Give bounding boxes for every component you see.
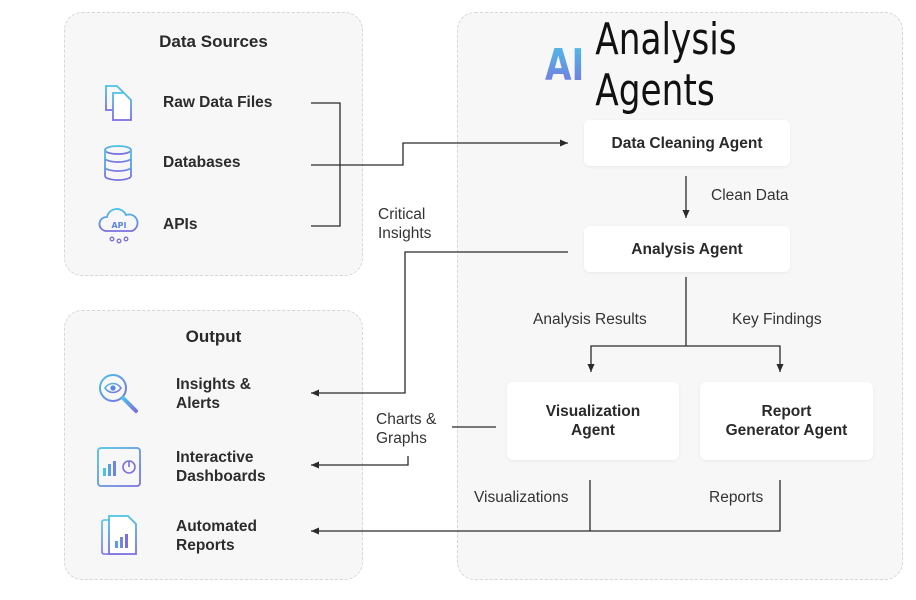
- document-files-icon: [105, 85, 132, 121]
- output-interactive-dashboards: Interactive Dashboards: [176, 449, 266, 485]
- label-analysis-results: Analysis Results: [533, 311, 647, 328]
- source-raw-data-files: Raw Data Files: [163, 94, 273, 111]
- magnifier-eye-icon: [99, 374, 138, 413]
- svg-text:API: API: [111, 221, 126, 230]
- source-databases: Databases: [163, 154, 241, 171]
- label-charts-graphs: Charts & Graphs: [376, 411, 437, 447]
- api-cloud-icon: API: [98, 208, 139, 244]
- label-visualizations: Visualizations: [474, 489, 569, 506]
- visualization-agent-box: Visualization Agent: [507, 382, 679, 460]
- output-insights-alerts: Insights & Alerts: [176, 376, 251, 412]
- title-ai-mark: AI: [545, 39, 585, 91]
- source-apis: APIs: [163, 216, 198, 233]
- data-cleaning-agent-box: Data Cleaning Agent: [584, 120, 790, 166]
- data-sources-title: Data Sources: [159, 32, 268, 51]
- output-title: Output: [185, 327, 242, 346]
- output-automated-reports: Automated Reports: [176, 518, 257, 554]
- label-critical-insights: Critical Insights: [378, 206, 432, 242]
- label-clean-data: Clean Data: [711, 187, 789, 204]
- analysis-agent-box: Analysis Agent: [584, 226, 790, 272]
- database-icon: [104, 145, 132, 181]
- title-text: Analysis Agents: [595, 14, 737, 116]
- label-reports: Reports: [709, 489, 764, 506]
- report-document-icon: [101, 515, 137, 555]
- dashboard-icon: [97, 447, 141, 487]
- label-key-findings: Key Findings: [732, 311, 822, 328]
- main-title: AI Analysis Agents: [545, 14, 834, 116]
- report-generator-agent-box: Report Generator Agent: [700, 382, 873, 460]
